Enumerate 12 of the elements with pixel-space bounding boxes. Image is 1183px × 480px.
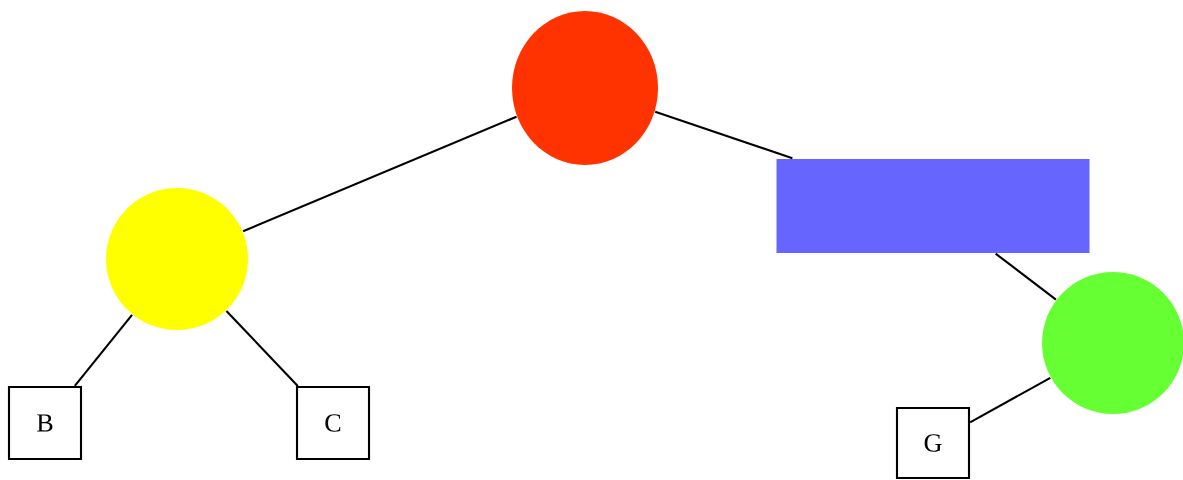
- connector-line: [969, 376, 1051, 424]
- box: [776, 159, 1090, 253]
- connector-line: [225, 310, 299, 387]
- connector-line: [242, 115, 517, 233]
- letter-box: C: [295, 385, 371, 461]
- connector-line: [654, 110, 793, 160]
- connector-line: [74, 314, 133, 387]
- connector-line: [995, 252, 1057, 301]
- circle: [512, 11, 658, 165]
- letter-box: B: [7, 385, 83, 461]
- letter-box: G: [895, 406, 971, 480]
- circle: [106, 188, 248, 330]
